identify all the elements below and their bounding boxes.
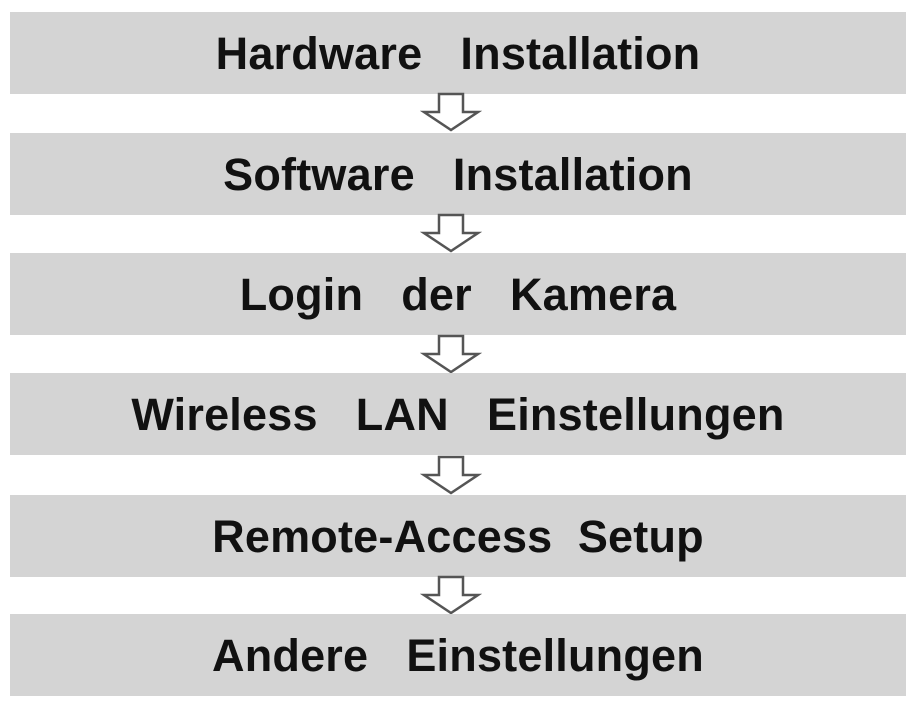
step-remote-access-setup: Remote-Access Setup [10,495,906,577]
step-label: Software Installation [223,148,693,200]
step-label: Login der Kamera [239,268,677,320]
step-andere-einstellungen: Andere Einstellungen [10,614,906,696]
step-label: Wireless LAN Einstellungen [131,388,785,440]
step-wireless-lan-einstellungen: Wireless LAN Einstellungen [10,373,906,455]
hollow-down-arrow-icon [420,213,482,253]
step-login-der-kamera: Login der Kamera [10,253,906,335]
step-label: Remote-Access Setup [212,510,704,562]
step-software-installation: Software Installation [10,133,906,215]
hollow-down-arrow-icon [420,92,482,132]
hollow-down-arrow-icon [420,575,482,615]
step-label: Andere Einstellungen [212,629,704,681]
step-label: Hardware Installation [215,27,701,79]
hollow-down-arrow-icon [420,455,482,495]
step-hardware-installation: Hardware Installation [10,12,906,94]
hollow-down-arrow-icon [420,334,482,374]
